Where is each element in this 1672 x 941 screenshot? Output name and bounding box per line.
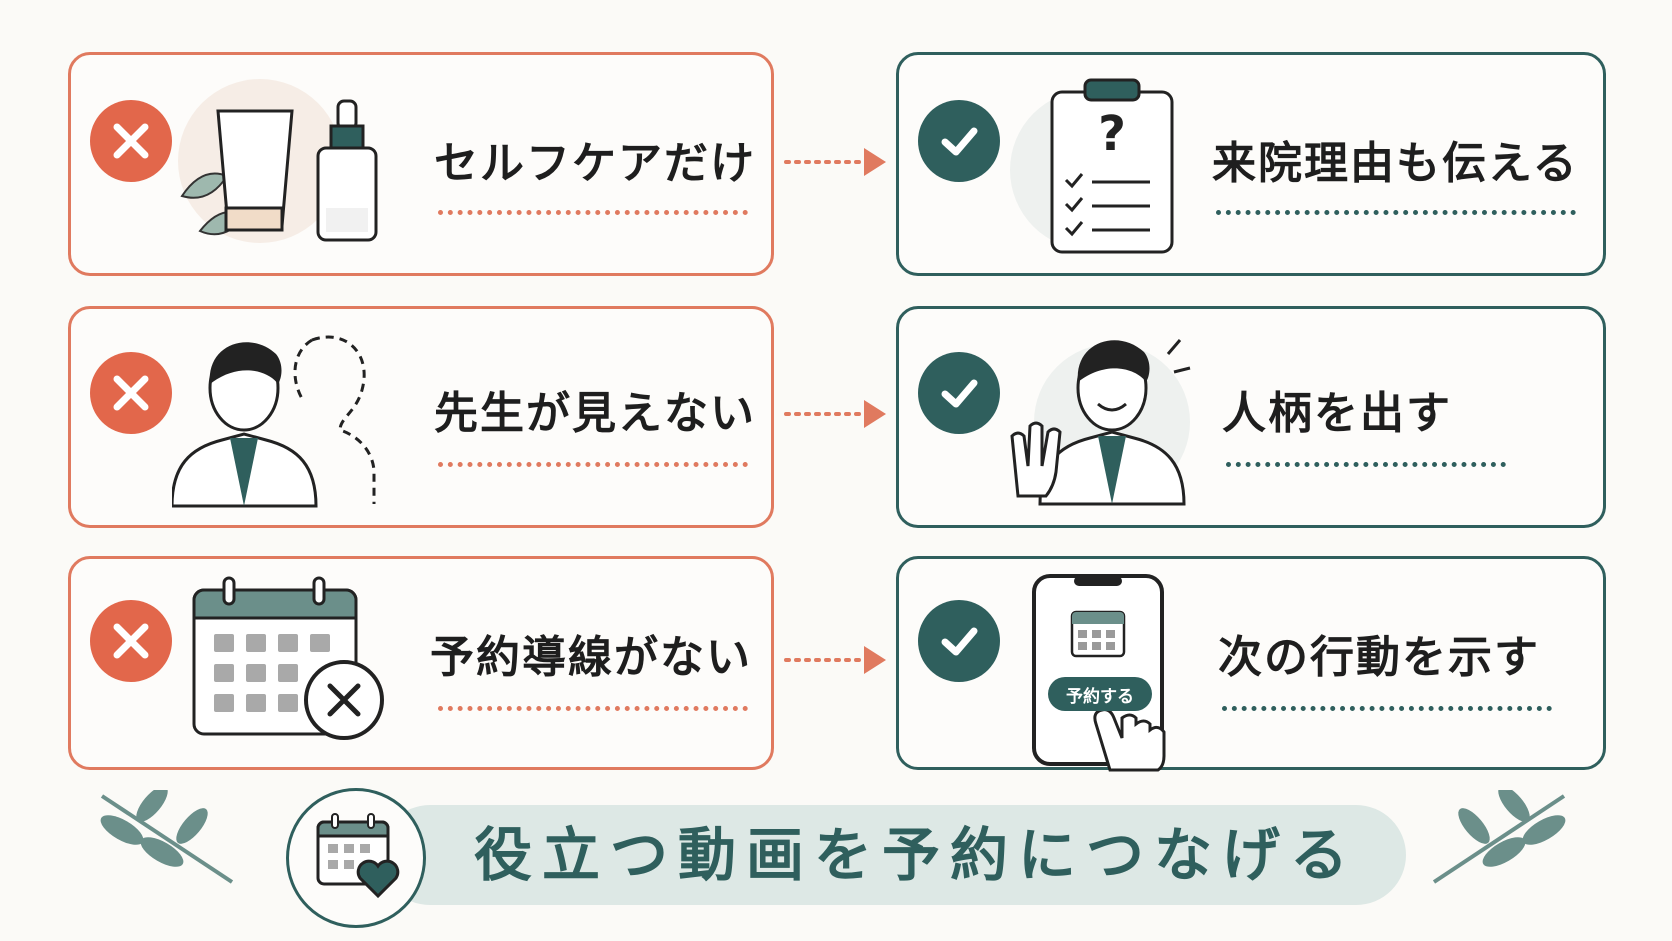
summary-banner bbox=[380, 805, 1406, 905]
leaf-branch-icon bbox=[1432, 790, 1566, 884]
svg-text:?: ? bbox=[1098, 106, 1126, 162]
solution-underline-1 bbox=[1216, 210, 1576, 215]
solution-card-2 bbox=[896, 306, 1606, 528]
problem-label-1: セルフケアだけ bbox=[434, 138, 756, 189]
check-badge-icon bbox=[918, 600, 1000, 682]
arrow-right-icon bbox=[784, 646, 886, 674]
arrow-right-icon bbox=[784, 148, 886, 176]
x-badge-icon bbox=[90, 100, 172, 182]
problem-underline-3 bbox=[438, 706, 748, 711]
calendar-x-icon bbox=[192, 576, 384, 740]
banner-text: 役立つ動画を予約につなげる bbox=[474, 821, 1359, 889]
check-badge-icon bbox=[918, 352, 1000, 434]
problem-label-3: 予約導線がない bbox=[430, 632, 752, 683]
problem-card-3 bbox=[68, 556, 774, 770]
arrow-right-icon bbox=[784, 400, 886, 428]
x-badge-icon bbox=[90, 600, 172, 682]
solution-underline-2 bbox=[1226, 462, 1506, 467]
reserve-button[interactable]: 予約する bbox=[1048, 677, 1152, 711]
leaf-branch-icon bbox=[100, 790, 234, 884]
check-badge-icon bbox=[918, 100, 1000, 182]
clipboard-question-icon: ? bbox=[1010, 78, 1174, 254]
phone-booking-icon bbox=[1032, 574, 1166, 772]
solution-card-3 bbox=[896, 556, 1606, 770]
solution-underline-3 bbox=[1222, 706, 1552, 711]
calendar-heart-icon bbox=[316, 813, 400, 899]
person-missing-icon bbox=[172, 335, 376, 508]
solution-label-2: 人柄を出す bbox=[1222, 388, 1452, 439]
skincare-tube-icon bbox=[178, 79, 378, 243]
problem-underline-1 bbox=[438, 210, 748, 215]
doctor-waving-icon bbox=[1010, 339, 1191, 506]
solution-label-1: 来院理由も伝える bbox=[1212, 138, 1579, 189]
solution-label-3: 次の行動を示す bbox=[1218, 632, 1540, 683]
problem-label-2: 先生が見えない bbox=[434, 388, 756, 439]
x-badge-icon bbox=[90, 352, 172, 434]
problem-underline-2 bbox=[438, 462, 748, 467]
